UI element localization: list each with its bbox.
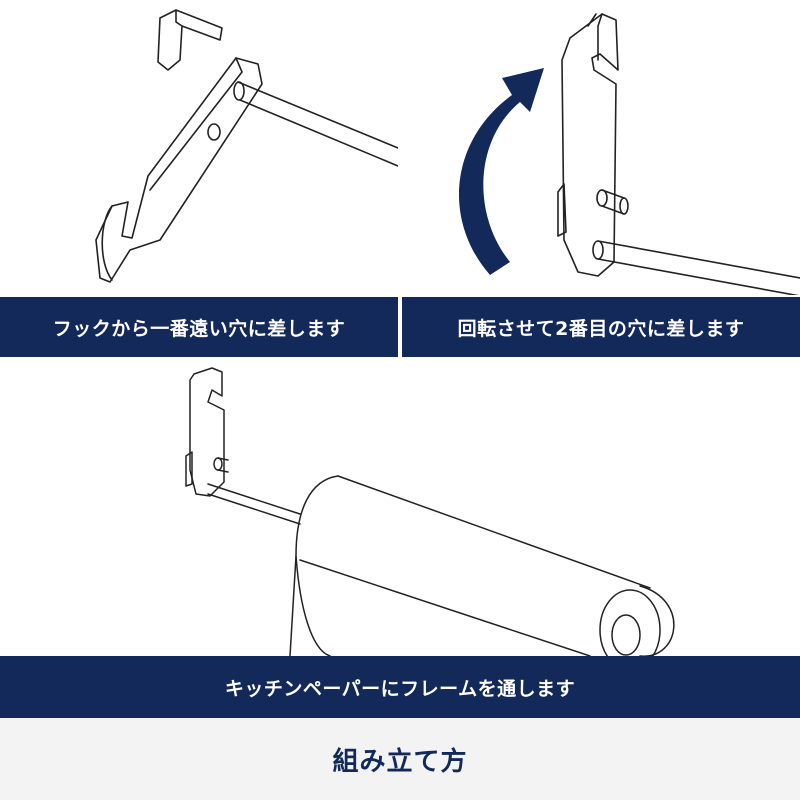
step1-illustration — [0, 0, 398, 295]
step1-caption: フックから一番遠い穴に差します — [52, 317, 346, 340]
step2-illustration — [402, 0, 800, 295]
hook-farthest-hole-drawing — [95, 9, 398, 283]
rotate-second-hole-drawing — [458, 13, 800, 295]
footer-title: 組み立て方 — [332, 746, 468, 777]
step1-caption-band: フックから一番遠い穴に差します — [0, 297, 398, 357]
step2-caption: 回転させて2番目の穴に差します — [457, 317, 745, 340]
rotate-arrow-icon — [458, 68, 544, 275]
step2-caption-band: 回転させて2番目の穴に差します — [402, 297, 800, 357]
step3-illustration — [0, 360, 800, 656]
paper-roll-frame-drawing — [185, 367, 675, 656]
step3-caption-band: キッチンペーパーにフレームを通します — [0, 656, 800, 718]
step3-caption: キッチンペーパーにフレームを通します — [224, 677, 576, 700]
footer: 組み立て方 — [0, 718, 800, 800]
